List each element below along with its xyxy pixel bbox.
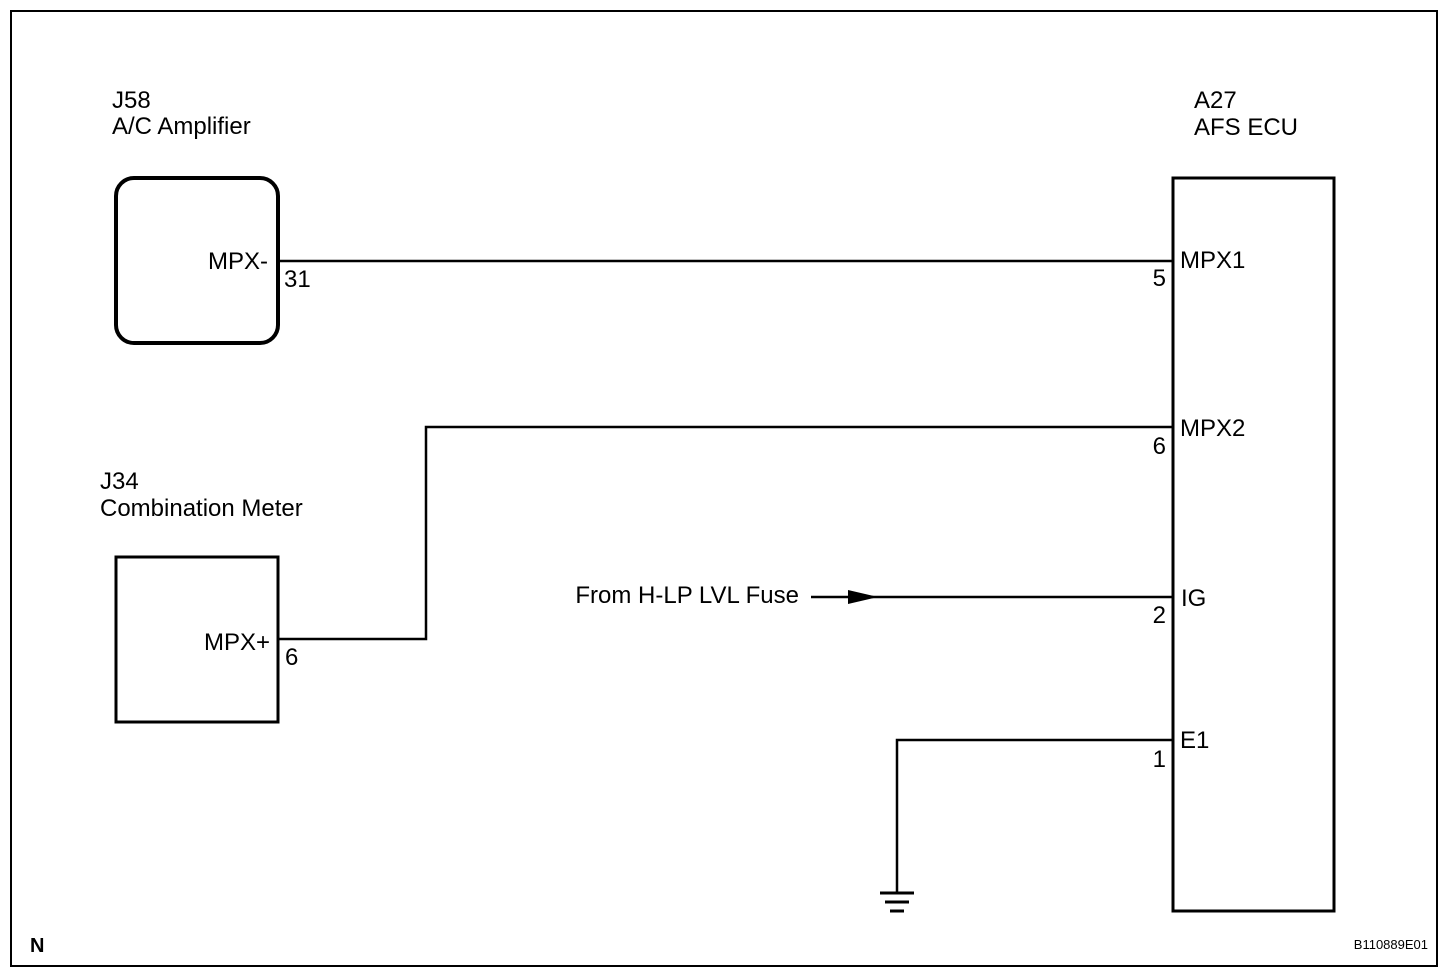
ground-icon: [880, 891, 914, 913]
afs-ecu-pin-label-mpx1: MPX1: [1180, 247, 1245, 274]
diagram-border: [10, 10, 1438, 967]
afs-ecu-pin-number-e1: 1: [1153, 746, 1166, 773]
ac-amplifier-pin-number: 31: [284, 266, 311, 293]
frame-code: N: [30, 935, 44, 957]
afs-ecu: A27 AFS ECU MPX1 5 MPX2 6 IG 2 E1 1: [1153, 87, 1336, 913]
wire-mpx2: [278, 425, 1173, 641]
afs-ecu-pin-number-ig: 2: [1153, 602, 1166, 629]
ac-amplifier-pin-label: MPX-: [208, 248, 268, 275]
afs-ecu-id: A27: [1194, 87, 1237, 114]
combination-meter: J34 Combination Meter MPX+ 6: [100, 468, 303, 724]
ac-amplifier: J58 A/C Amplifier MPX- 31: [112, 87, 311, 345]
figure-id: B110889E01: [1354, 937, 1428, 952]
combination-meter-pin-number: 6: [285, 644, 298, 671]
ac-amplifier-id: J58: [112, 87, 151, 114]
afs-ecu-pin-number-mpx2: 6: [1153, 433, 1166, 460]
arrow-icon: [848, 590, 878, 604]
source-label: From H-LP LVL Fuse: [575, 582, 799, 609]
combination-meter-id: J34: [100, 468, 139, 495]
combination-meter-name: Combination Meter: [100, 495, 303, 522]
afs-ecu-pin-label-e1: E1: [1180, 727, 1209, 754]
afs-ecu-pin-label-mpx2: MPX2: [1180, 415, 1245, 442]
afs-ecu-box: [1171, 176, 1336, 913]
afs-ecu-name: AFS ECU: [1194, 114, 1298, 141]
wire-e1: [895, 738, 1173, 893]
ac-amplifier-name: A/C Amplifier: [112, 113, 251, 140]
afs-ecu-pin-label-ig: IG: [1181, 585, 1206, 612]
combination-meter-pin-label: MPX+: [204, 629, 270, 656]
afs-ecu-pin-number-mpx1: 5: [1153, 265, 1166, 292]
